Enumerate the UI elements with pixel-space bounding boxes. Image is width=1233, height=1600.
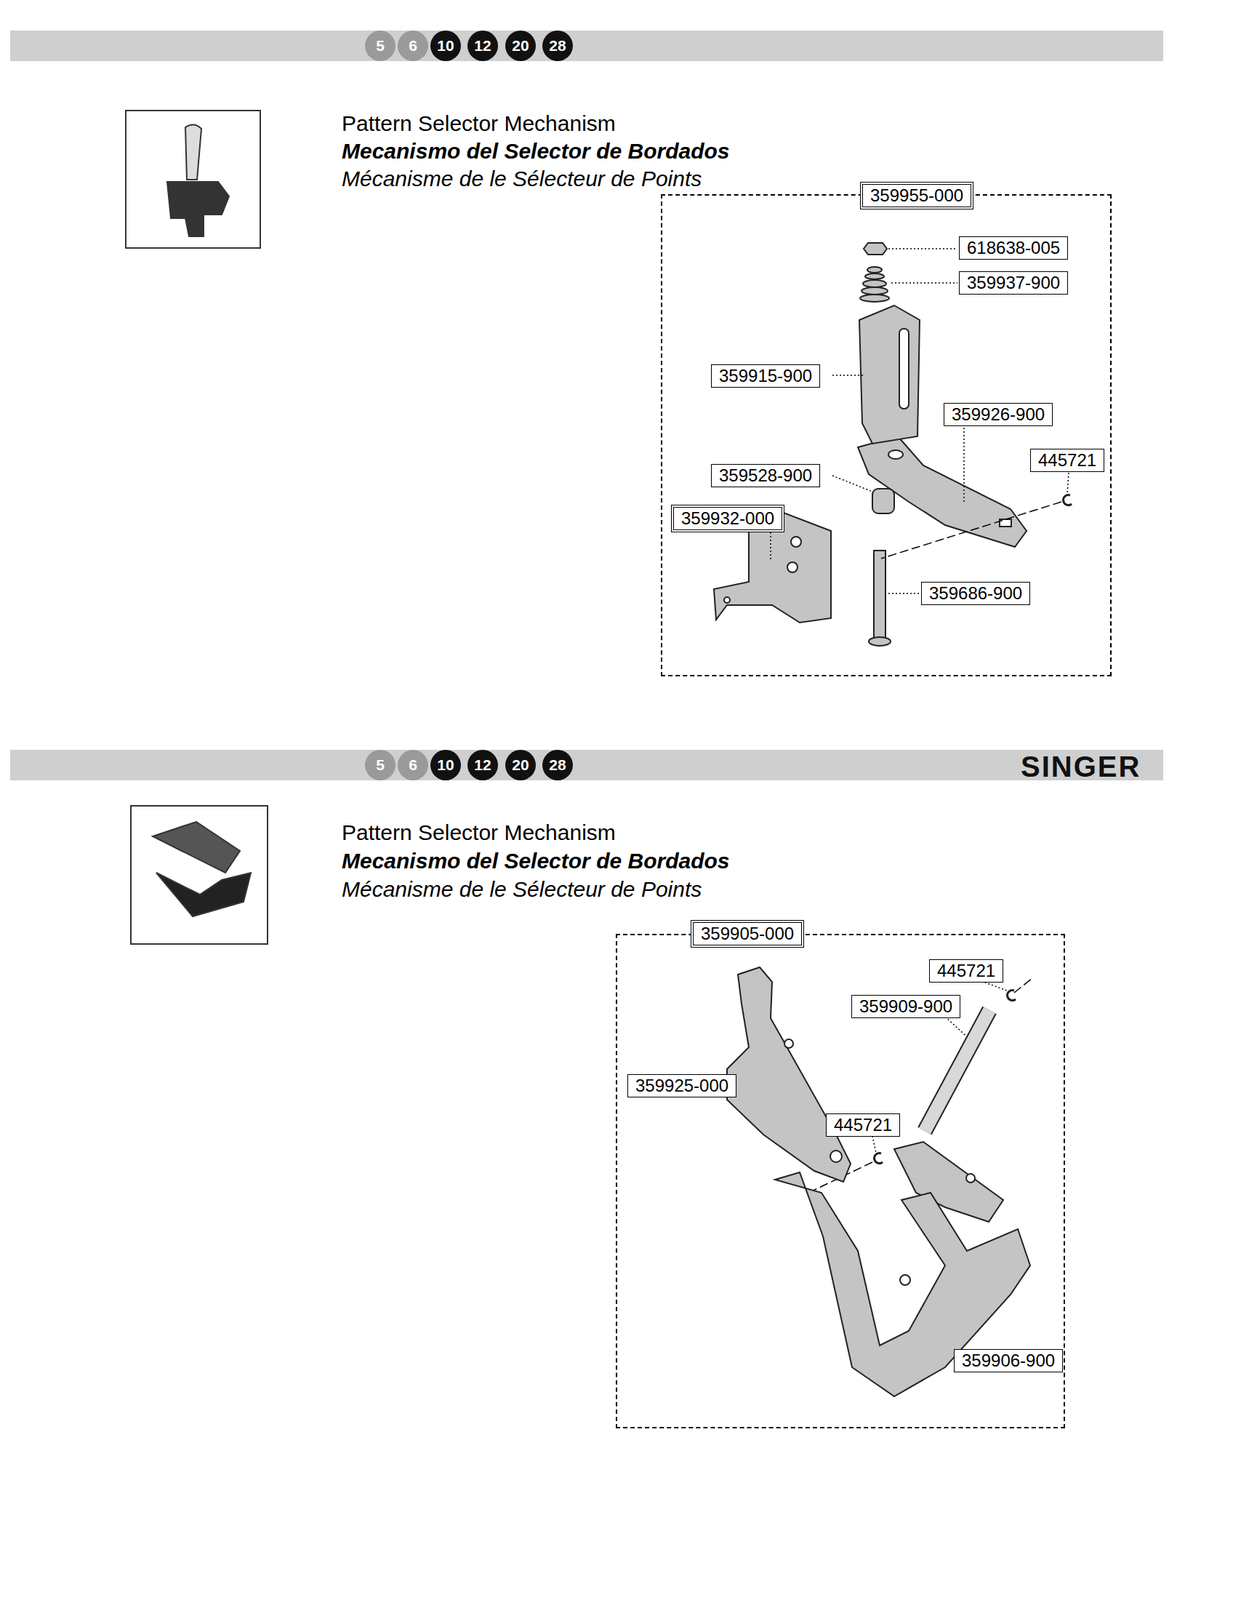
part-number: 359926-900 <box>951 404 1045 424</box>
circle-number: 20 <box>505 36 536 56</box>
assembly-group: 359905-000445721359909-900359925-0004457… <box>615 933 1066 1428</box>
assembly-number: 359955-000 <box>860 181 974 210</box>
part-number-box: 359915-900 <box>711 364 821 388</box>
circle-number: 5 <box>364 36 396 56</box>
part-number: 359925-000 <box>635 1075 729 1095</box>
assembly-bottom <box>727 966 1031 1396</box>
part-number: 359915-900 <box>719 365 813 386</box>
part-number-box: 359686-900 <box>921 581 1031 605</box>
part-number: 445721 <box>833 1114 893 1135</box>
part-number: 359686-900 <box>929 583 1023 603</box>
axis-lines <box>808 501 1062 1193</box>
assembly-top <box>713 242 1072 646</box>
circle-number: 6 <box>397 755 429 775</box>
part-number-box: 359906-900 <box>953 1348 1063 1372</box>
brand-name: SINGER <box>1020 748 1141 784</box>
section-title: Mécanisme de le Sélecteur de Points <box>341 165 702 192</box>
part-number: 445721 <box>1038 450 1097 470</box>
part-number-box: 445721 <box>929 958 1004 983</box>
header-band <box>10 30 1164 62</box>
circle-number: 28 <box>542 755 573 775</box>
part-number-box: 359528-900 <box>711 463 821 488</box>
section-title: Pattern Selector Mechanism <box>341 110 616 137</box>
circle-number: 28 <box>542 36 573 56</box>
part-number: 359909-900 <box>859 995 953 1016</box>
section-title: Mécanisme de le Sélecteur de Points <box>341 876 702 903</box>
part-number-box: 359926-900 <box>943 402 1053 427</box>
assembly-number: 359905-000 <box>690 919 805 948</box>
circle-number: 6 <box>397 36 429 56</box>
part-number-box: 359932-000 <box>671 504 785 533</box>
section-title: Mecanismo del Selector de Bordados <box>341 138 730 165</box>
circle-number: 12 <box>467 755 498 775</box>
header-band <box>10 749 1164 781</box>
part-number: 359932-000 <box>681 508 775 528</box>
circle-number: 10 <box>430 36 461 56</box>
circle-number: 12 <box>467 36 498 56</box>
part-number: 445721 <box>937 960 996 981</box>
circle-number: 5 <box>364 755 396 775</box>
part-number: 359937-900 <box>966 272 1060 293</box>
section-title: Mecanismo del Selector de Bordados <box>341 847 730 874</box>
part-number-box: 359937-900 <box>958 271 1068 295</box>
section-title: Pattern Selector Mechanism <box>341 819 616 846</box>
part-number: 359528-900 <box>719 465 813 485</box>
assembly-group: 359955-000618638-005359937-900359915-900… <box>660 194 1112 677</box>
circle-number: 20 <box>505 755 536 775</box>
part-number: 359906-900 <box>961 1350 1055 1370</box>
part-number-box: 359925-000 <box>627 1073 737 1098</box>
part-number-box: 445721 <box>1030 448 1105 472</box>
part-number-box: 618638-005 <box>958 236 1068 260</box>
part-number: 618638-005 <box>966 237 1060 258</box>
circle-number: 10 <box>430 755 461 775</box>
part-number-box: 445721 <box>825 1113 901 1137</box>
part-number-box: 359909-900 <box>851 994 961 1018</box>
leader-lines <box>733 248 1069 1360</box>
thumbnail <box>125 110 268 944</box>
